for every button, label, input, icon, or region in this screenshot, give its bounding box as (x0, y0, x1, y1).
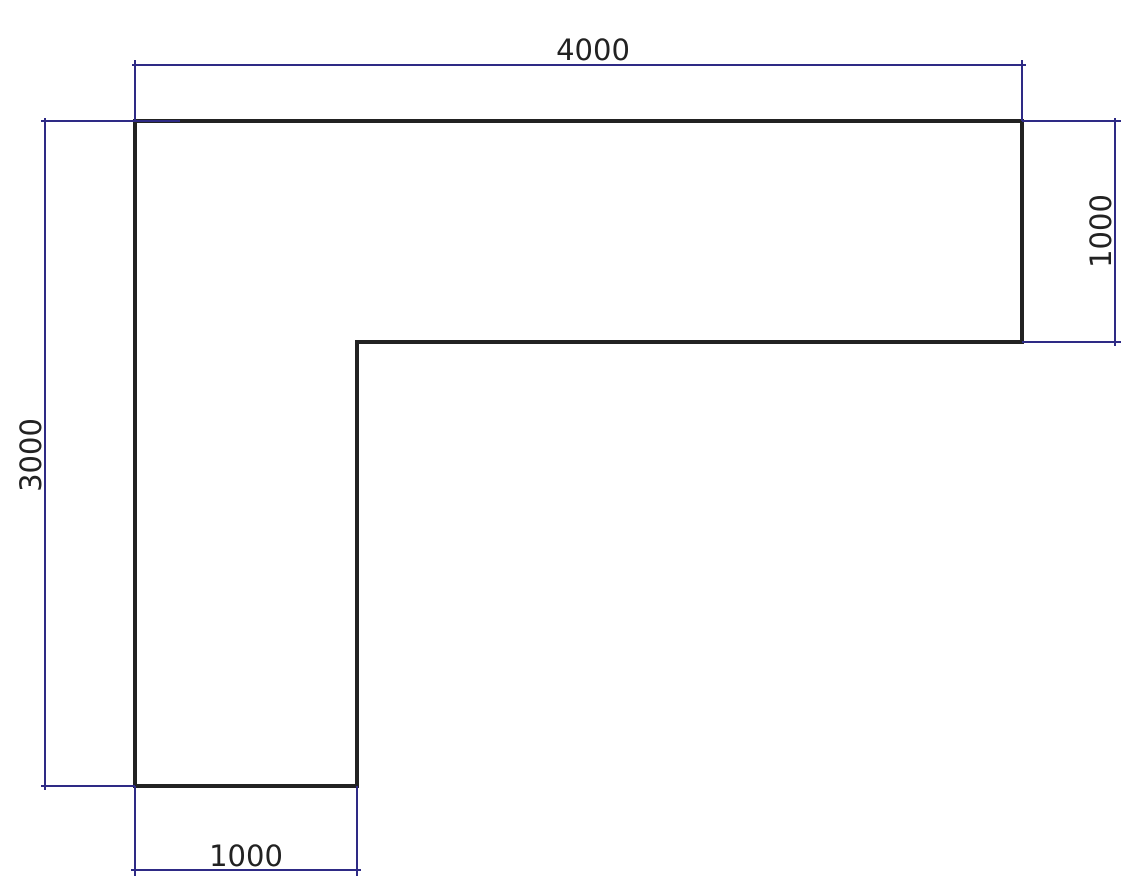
dimension-label-top: 4000 (556, 33, 630, 67)
dimension-top: 4000 (132, 33, 1026, 121)
l-shape-outline (133, 119, 1024, 788)
dimension-left: 3000 (14, 118, 180, 790)
dimension-label-right: 1000 (1084, 194, 1118, 268)
dimension-right: 1000 (1022, 118, 1121, 346)
dimension-label-left: 3000 (14, 418, 48, 492)
dimension-bottom: 1000 (131, 786, 361, 876)
dimension-label-bottom: 1000 (209, 839, 283, 873)
